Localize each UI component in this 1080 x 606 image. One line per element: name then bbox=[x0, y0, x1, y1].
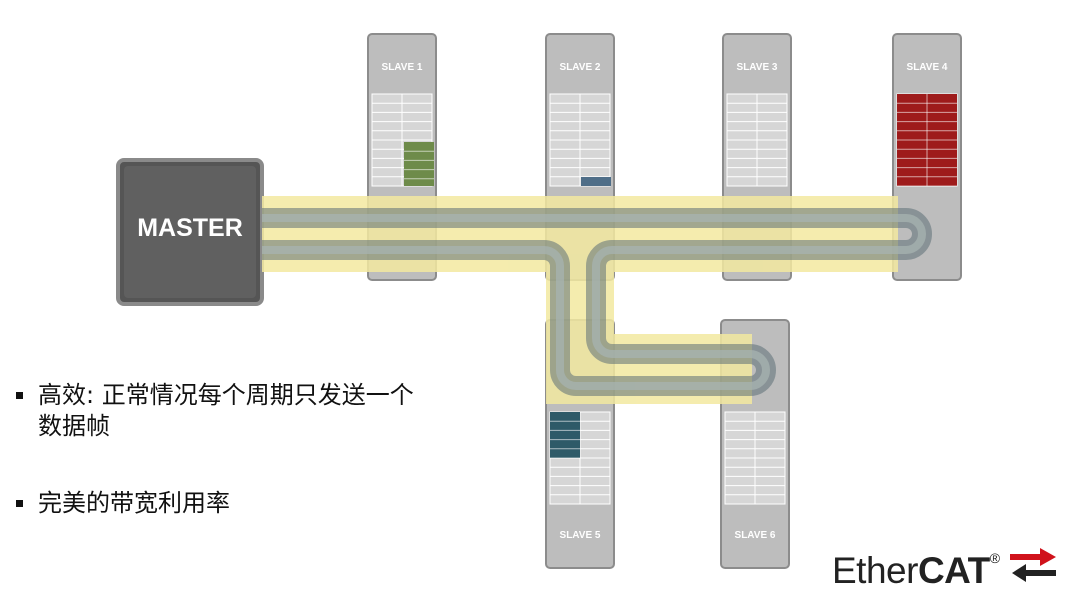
slave-1-label: SLAVE 1 bbox=[382, 62, 423, 73]
slave-2-data-block bbox=[581, 177, 611, 186]
slave-5-label: SLAVE 5 bbox=[560, 530, 601, 541]
slave-5-data-block bbox=[550, 412, 580, 458]
data-block-gridlines bbox=[404, 94, 957, 459]
slave-3-label: SLAVE 3 bbox=[737, 62, 778, 73]
logo-arrows-icon bbox=[1010, 548, 1056, 582]
bullet-efficiency: 高效: 正常情况每个周期只发送一个数据帧 bbox=[14, 380, 428, 442]
master-device: MASTER bbox=[116, 158, 264, 306]
ethercat-logo: EtherCAT® bbox=[832, 540, 1062, 596]
telegram-path bbox=[262, 208, 932, 396]
bullet-bandwidth-text: 完美的带宽利用率 bbox=[38, 489, 230, 517]
logo-text-regular: Ether bbox=[832, 550, 918, 591]
logo-text-bold: CAT bbox=[917, 550, 990, 591]
slave-1-data-block bbox=[404, 142, 434, 186]
logo-registered-mark: ® bbox=[989, 550, 1000, 566]
slave-6-label: SLAVE 6 bbox=[735, 530, 776, 541]
bullet-bandwidth: 完美的带宽利用率 bbox=[14, 488, 428, 519]
slave-4-label: SLAVE 4 bbox=[907, 62, 948, 73]
slave-2-label: SLAVE 2 bbox=[560, 62, 601, 73]
master-label: MASTER bbox=[137, 214, 243, 242]
bullet-marker bbox=[16, 392, 23, 399]
bullet-efficiency-text: 高效: 正常情况每个周期只发送一个数据帧 bbox=[38, 381, 414, 440]
bullet-marker bbox=[16, 500, 23, 507]
